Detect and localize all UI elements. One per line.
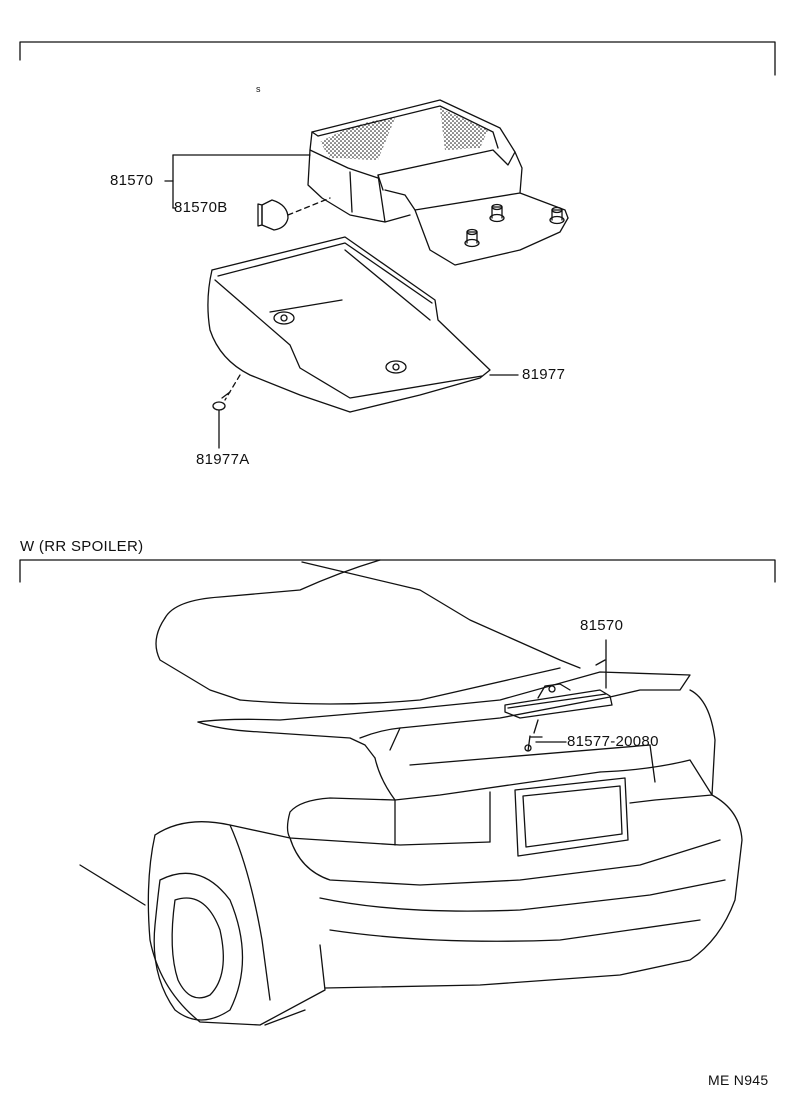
part-label-81570-bottom: 81570 xyxy=(580,617,624,634)
part-label-81570B: 81570B xyxy=(174,199,228,216)
bolt-icon xyxy=(524,719,543,752)
bottom-leaders xyxy=(535,639,607,743)
top-leaders xyxy=(164,154,519,449)
section-title: W (RR SPOILER) xyxy=(20,538,144,555)
bottom-frame xyxy=(19,559,776,583)
lamp-cover xyxy=(207,236,491,413)
stray-mark: s xyxy=(256,84,261,94)
screw-icon xyxy=(212,374,241,411)
rear-wheel xyxy=(153,872,244,1021)
part-label-81577-20080: 81577-20080 xyxy=(567,733,659,750)
stop-lamp-bar xyxy=(504,683,613,719)
stud-1 xyxy=(489,203,505,223)
diagram-code: ME N945 xyxy=(708,1072,769,1088)
bulb-icon xyxy=(257,197,331,231)
stud-3 xyxy=(464,228,480,248)
clip-hole-2 xyxy=(385,360,407,374)
stud-2 xyxy=(549,206,565,225)
lamp-housing xyxy=(307,99,569,266)
part-label-81977: 81977 xyxy=(522,366,566,383)
part-label-81570-top: 81570 xyxy=(110,172,154,189)
clip-hole-1 xyxy=(273,311,295,325)
top-frame xyxy=(19,41,776,76)
car-rear-view xyxy=(79,559,743,1026)
part-label-81977A: 81977A xyxy=(196,451,250,468)
license-plate xyxy=(514,777,629,857)
